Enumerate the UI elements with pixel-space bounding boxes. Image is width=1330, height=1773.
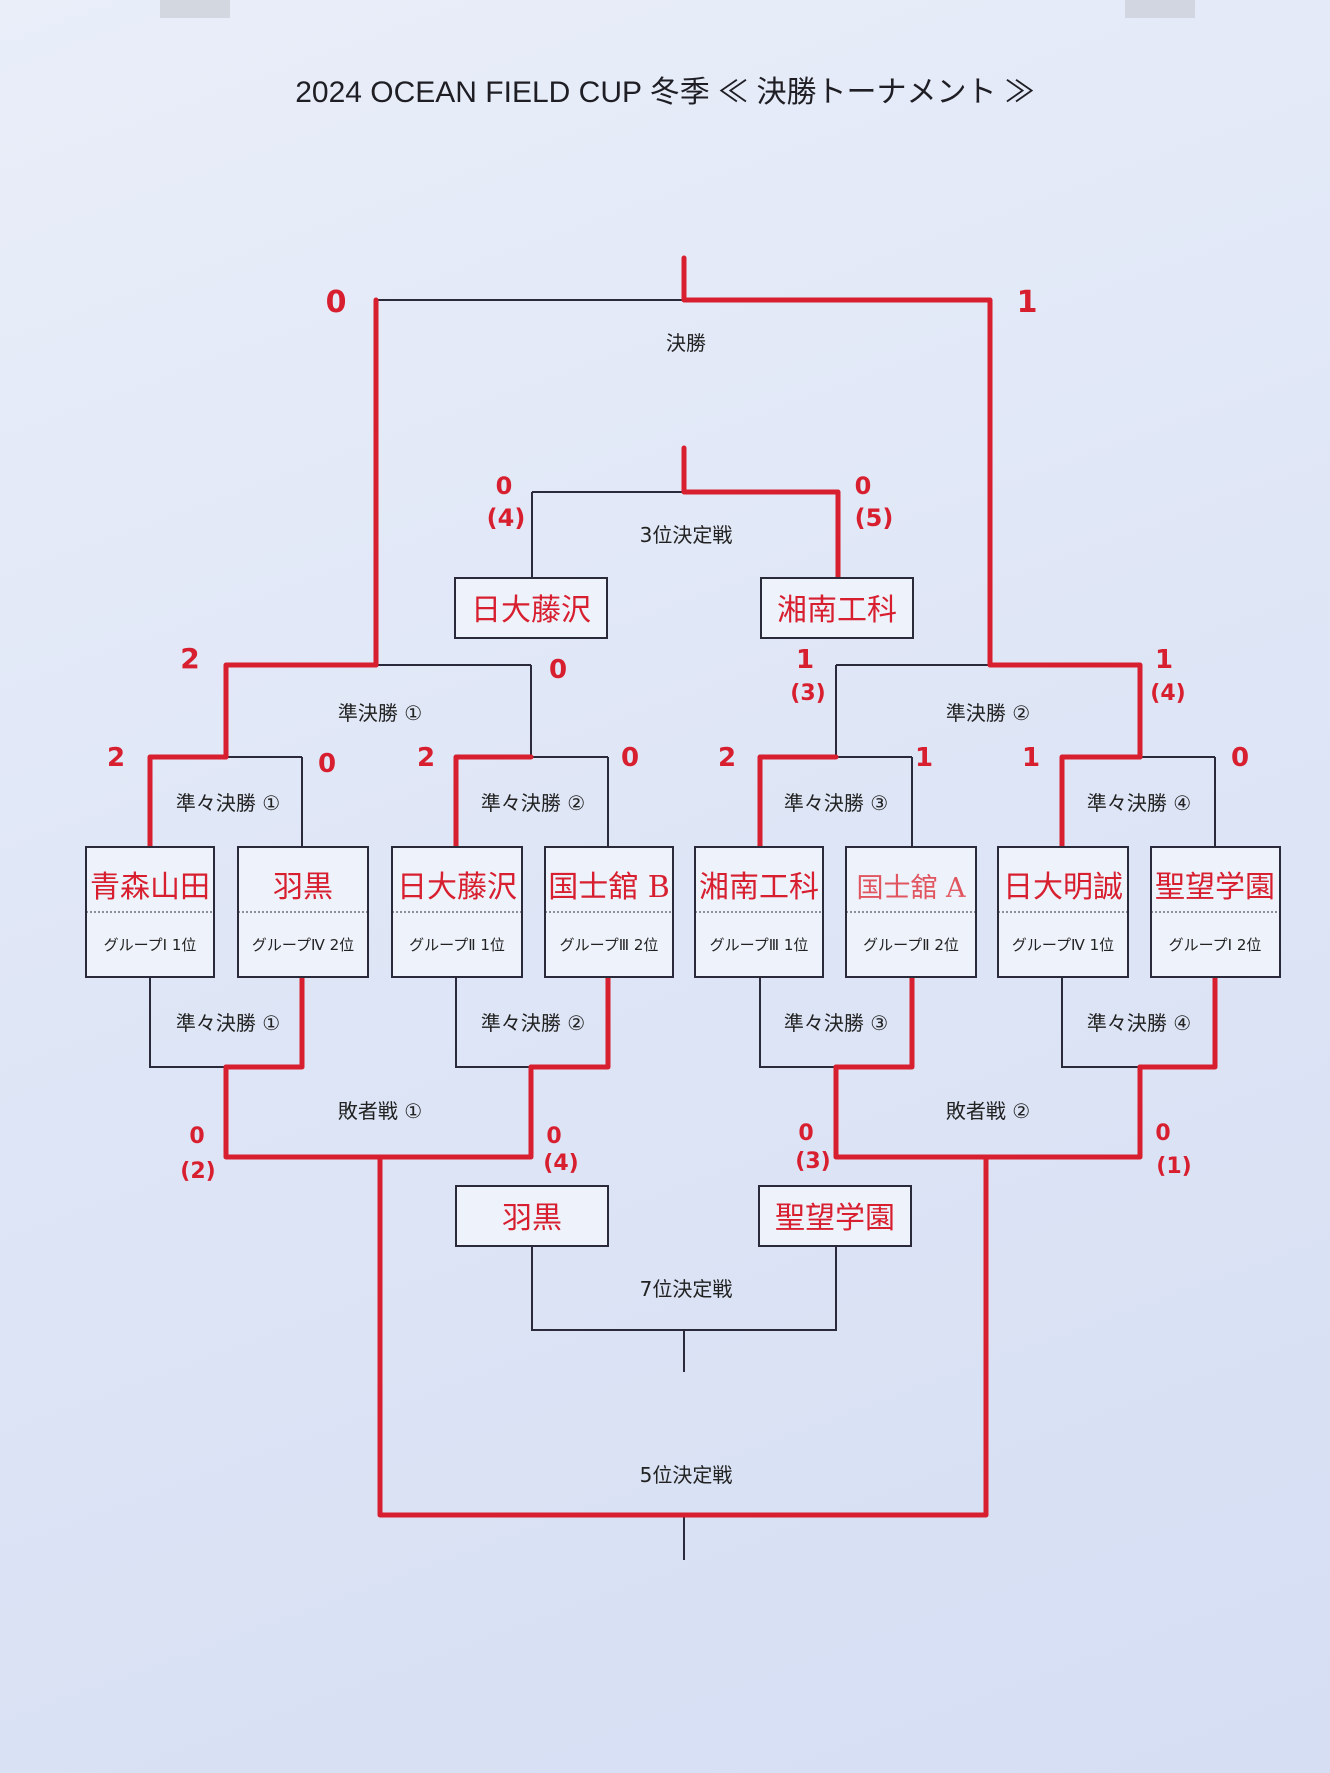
- qf4-label-bottom: 準々決勝 ④: [1087, 1011, 1191, 1035]
- qf2-label-bottom: 準々決勝 ②: [481, 1011, 585, 1035]
- score-pk: (3): [795, 1149, 830, 1174]
- qf3-label-top: 準々決勝 ③: [784, 791, 888, 815]
- third-place-right-team: 湘南工科: [777, 593, 897, 628]
- team-seed: グループⅢ 1位: [710, 936, 809, 954]
- team-name: 国士舘 A: [856, 873, 966, 904]
- team-name: 日大明誠: [1003, 870, 1123, 905]
- score-pk: (3): [790, 681, 825, 706]
- score: 2: [107, 743, 125, 773]
- score: 2: [417, 743, 435, 773]
- score: 0: [496, 472, 513, 500]
- semi2-label: 準決勝 ②: [946, 701, 1030, 725]
- score: 0: [855, 472, 872, 500]
- score: 0: [546, 1124, 561, 1149]
- third-place-left-team: 日大藤沢: [471, 593, 591, 628]
- team-name: 聖望学園: [1155, 870, 1275, 905]
- score: 1: [1017, 285, 1038, 320]
- score: 0: [621, 743, 639, 773]
- score-pk: (4): [487, 504, 526, 532]
- team-seed: グループⅠ 2位: [1169, 936, 1262, 954]
- score-pk: (4): [543, 1151, 578, 1176]
- scores: 0 1 0 (4) 0 (5) 2 0 1 (3) 1 (4) 2 0 2 0 …: [107, 285, 1249, 1184]
- winner-lines: [147, 255, 1218, 1518]
- team-seed: グループⅠ 1位: [104, 936, 197, 954]
- tape-left: [160, 0, 230, 18]
- team-seed: グループⅢ 2位: [560, 936, 659, 954]
- team-seed: グループⅣ 2位: [252, 936, 354, 954]
- qf3-label-bottom: 準々決勝 ③: [784, 1011, 888, 1035]
- score: 1: [915, 743, 933, 773]
- score: 0: [189, 1124, 204, 1149]
- score: 0: [318, 749, 336, 779]
- fifth-place-label: 5位決定戦: [640, 1463, 733, 1487]
- score: 0: [326, 285, 347, 320]
- team-seed: グループⅡ 2位: [863, 936, 959, 954]
- score: 0: [1155, 1121, 1170, 1146]
- tape-right: [1125, 0, 1195, 18]
- loser2-label: 敗者戦 ②: [946, 1099, 1030, 1123]
- score-pk: (2): [180, 1159, 215, 1184]
- qf2-label-top: 準々決勝 ②: [481, 791, 585, 815]
- score: 0: [549, 655, 567, 685]
- score-pk: (5): [855, 504, 894, 532]
- qf4-label-top: 準々決勝 ④: [1087, 791, 1191, 815]
- semi1-label: 準決勝 ①: [338, 701, 422, 725]
- third-place-label: 3位決定戦: [640, 523, 733, 547]
- score: 0: [1231, 743, 1249, 773]
- team-name: 日大藤沢: [397, 870, 517, 905]
- score: 1: [796, 645, 814, 675]
- team-boxes: [85, 846, 1281, 978]
- team-name: 羽黒: [273, 870, 333, 905]
- score: 1: [1022, 743, 1040, 773]
- seventh-place-right-team: 聖望学園: [775, 1201, 895, 1236]
- score: 2: [718, 743, 736, 773]
- final-label: 決勝: [666, 331, 706, 355]
- score-pk: (1): [1156, 1154, 1191, 1179]
- seventh-place-label: 7位決定戦: [640, 1277, 733, 1301]
- qf1-label-top: 準々決勝 ①: [176, 791, 280, 815]
- team-name: 湘南工科: [699, 870, 819, 905]
- team-name: 青森山田: [90, 870, 210, 905]
- team-seed: グループⅣ 1位: [1012, 936, 1114, 954]
- seventh-place-left-team: 羽黒: [502, 1201, 562, 1236]
- score: 1: [1155, 645, 1173, 675]
- qf1-label-bottom: 準々決勝 ①: [176, 1011, 280, 1035]
- score: 2: [180, 642, 199, 675]
- team-seed: グループⅡ 1位: [409, 936, 505, 954]
- placement-boxes: [454, 577, 914, 1247]
- score: 0: [798, 1121, 813, 1146]
- page-title: 2024 OCEAN FIELD CUP 冬季 ≪ 決勝トーナメント ≫: [295, 76, 1035, 109]
- score-pk: (4): [1150, 681, 1185, 706]
- team-name: 国士舘 B: [548, 870, 670, 905]
- loser1-label: 敗者戦 ①: [338, 1099, 422, 1123]
